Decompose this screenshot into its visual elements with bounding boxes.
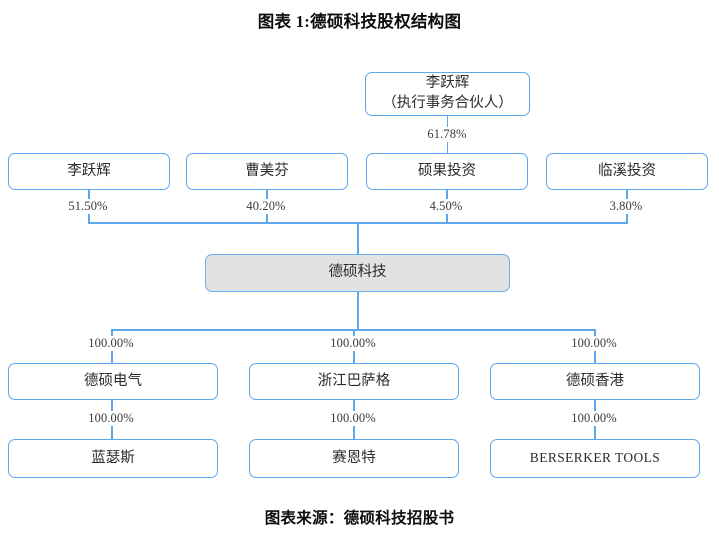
pct-subsub-1: 100.00% <box>66 411 156 426</box>
node-sub-2[interactable]: 浙江巴萨格 <box>249 363 459 400</box>
node-shareholder-2-label: 曹美芬 <box>245 162 289 179</box>
node-subsub-1[interactable]: 蓝瑟斯 <box>8 439 218 478</box>
node-shareholder-4-label: 临溪投资 <box>598 162 656 179</box>
node-company[interactable]: 德硕科技 <box>205 254 510 292</box>
node-sub-2-label: 浙江巴萨格 <box>317 372 391 389</box>
pct-shareholder-2: 40.20% <box>221 199 311 214</box>
connector-company-drop <box>357 292 359 330</box>
pct-sub-1: 100.00% <box>66 336 156 351</box>
node-subsub-1-label: 蓝瑟斯 <box>91 449 135 466</box>
node-subsub-2-label: 赛恩特 <box>332 449 376 466</box>
pct-sub-3: 100.00% <box>549 336 639 351</box>
node-subsub-2[interactable]: 赛恩特 <box>249 439 459 478</box>
node-shareholder-4[interactable]: 临溪投资 <box>546 153 708 190</box>
node-shareholder-3[interactable]: 硕果投资 <box>366 153 528 190</box>
node-sub-3[interactable]: 德硕香港 <box>490 363 700 400</box>
node-sub-1-label: 德硕电气 <box>84 372 142 389</box>
pct-partner-to-shuoguo: 61.78% <box>402 127 492 142</box>
node-shareholder-1-label: 李跃辉 <box>67 162 111 179</box>
node-sub-3-label: 德硕香港 <box>566 372 624 389</box>
pct-subsub-2: 100.00% <box>308 411 398 426</box>
connector-bus-to-company <box>357 222 359 255</box>
pct-sub-2: 100.00% <box>308 336 398 351</box>
node-subsub-3-label: BERSERKER TOOLS <box>529 450 661 466</box>
pct-shareholder-4: 3.80% <box>581 199 671 214</box>
node-company-label: 德硕科技 <box>328 264 387 281</box>
node-shareholder-2[interactable]: 曹美芬 <box>186 153 348 190</box>
chart-source: 图表来源：德硕科技招股书 <box>264 510 455 527</box>
node-shareholder-1[interactable]: 李跃辉 <box>8 153 170 190</box>
pct-subsub-3: 100.00% <box>549 411 639 426</box>
node-shareholder-3-label: 硕果投资 <box>418 162 476 179</box>
node-partner-label: 李跃辉 （执行事务合伙人） <box>382 75 513 111</box>
node-partner[interactable]: 李跃辉 （执行事务合伙人） <box>365 72 530 116</box>
node-subsub-3[interactable]: BERSERKER TOOLS <box>490 439 700 478</box>
node-sub-1[interactable]: 德硕电气 <box>8 363 218 400</box>
page-title: 图表 1:德硕科技股权结构图 <box>257 12 462 31</box>
pct-shareholder-3: 4.50% <box>401 199 491 214</box>
pct-shareholder-1: 51.50% <box>43 199 133 214</box>
